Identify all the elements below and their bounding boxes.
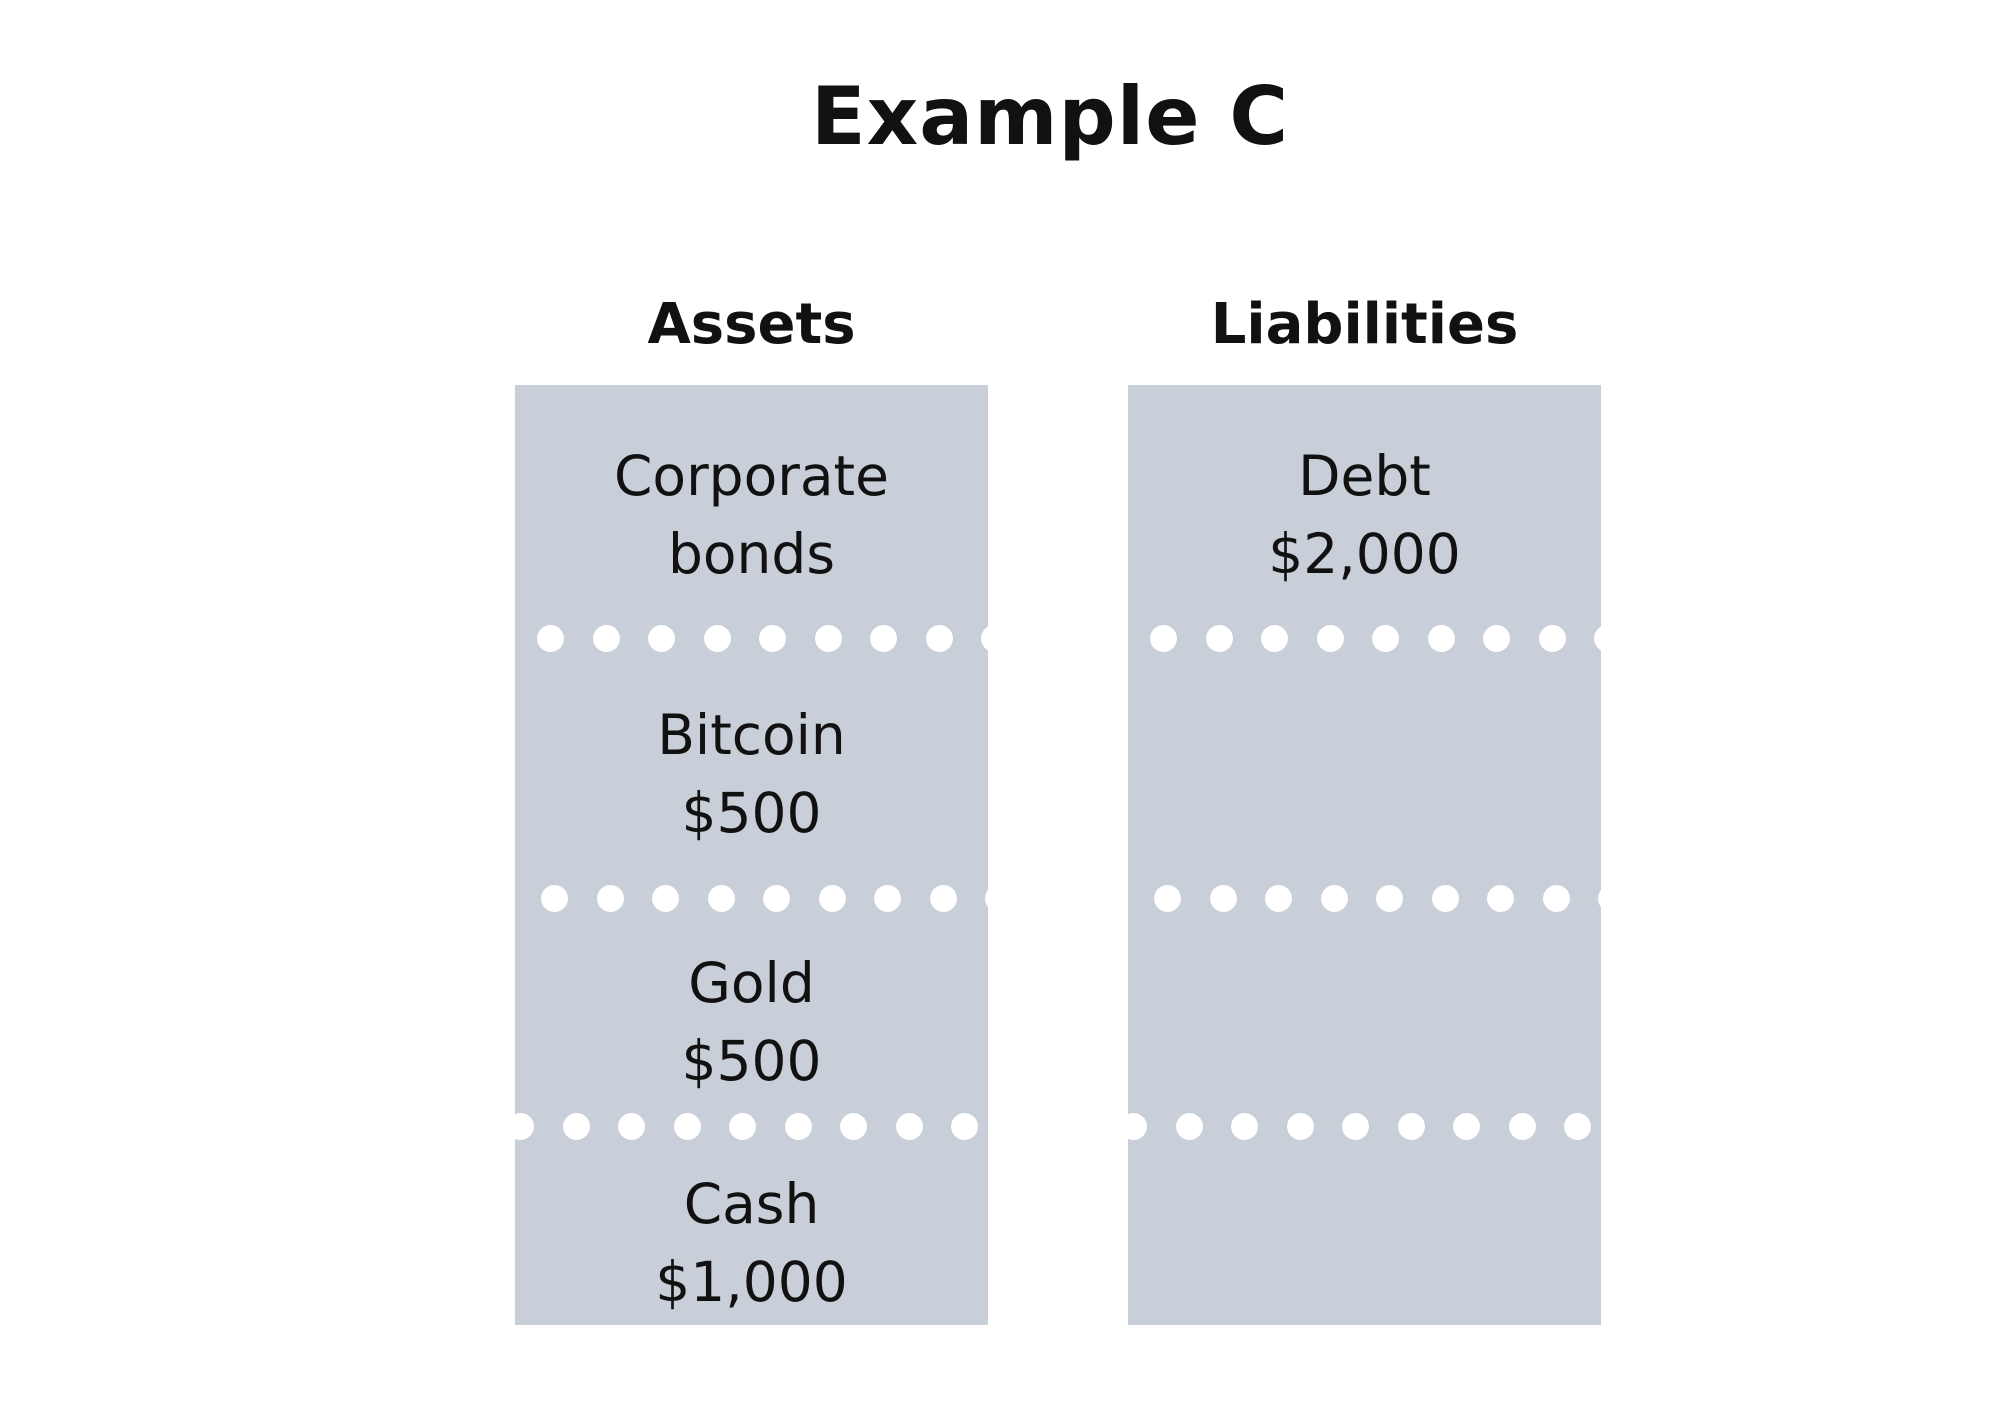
- liability-value: $2,000: [1268, 522, 1461, 586]
- divider-dot: [1594, 625, 1601, 652]
- divider-dot: [981, 625, 988, 652]
- divider-dots: [1128, 1113, 1601, 1141]
- divider-dots: [1128, 625, 1601, 653]
- divider-dot: [1154, 885, 1181, 912]
- divider-dot: [703, 625, 731, 652]
- divider-dots: [515, 1113, 988, 1141]
- divider-dot: [596, 885, 624, 912]
- divider-dot: [1453, 1113, 1480, 1140]
- divider-dot: [648, 625, 675, 652]
- asset-value: bonds: [668, 522, 835, 586]
- divider-dot: [951, 1113, 978, 1140]
- divider-dot: [618, 1113, 645, 1140]
- divider-dot: [874, 885, 901, 912]
- divider-dot: [1205, 625, 1233, 652]
- assets-column: Corporate bonds Bitcoin $500 Gold $500 C…: [515, 385, 988, 1325]
- divider-dot: [870, 625, 897, 652]
- divider-dot: [729, 1113, 756, 1140]
- divider-dot: [1483, 625, 1510, 652]
- divider-dot: [707, 885, 735, 912]
- assets-heading: Assets: [647, 292, 856, 357]
- divider-dot: [1320, 885, 1348, 912]
- divider-dots: [1128, 885, 1601, 913]
- divider-dot: [759, 625, 786, 652]
- divider-dots: [515, 625, 988, 653]
- divider-dot: [814, 625, 842, 652]
- asset-cell-corporate-bonds: Corporate bonds: [515, 437, 988, 593]
- asset-label: Bitcoin: [657, 703, 846, 767]
- liabilities-column: Debt $2,000: [1128, 385, 1601, 1325]
- divider-dot: [895, 1113, 923, 1140]
- divider-dot: [1376, 885, 1403, 912]
- divider-dot: [1397, 1113, 1425, 1140]
- asset-value: $1,000: [655, 1250, 848, 1314]
- divider-dot: [1542, 885, 1570, 912]
- divider-dot: [1431, 885, 1459, 912]
- divider-dot: [1175, 1113, 1203, 1140]
- divider-dot: [1265, 885, 1292, 912]
- divider-dot: [784, 1113, 812, 1140]
- divider-dot: [1508, 1113, 1536, 1140]
- divider-dot: [652, 885, 679, 912]
- divider-dot: [929, 885, 957, 912]
- divider-dot: [1342, 1113, 1369, 1140]
- liabilities-heading: Liabilities: [1210, 292, 1519, 357]
- asset-value: $500: [681, 781, 822, 845]
- divider-dot: [1427, 625, 1455, 652]
- asset-label: Cash: [683, 1172, 820, 1236]
- divider-dot: [673, 1113, 701, 1140]
- asset-label: Gold: [688, 951, 815, 1015]
- divider-dot: [515, 1113, 534, 1140]
- divider-dot: [1564, 1113, 1591, 1140]
- divider-dot: [840, 1113, 867, 1140]
- asset-value: $500: [681, 1029, 822, 1093]
- liability-label: Debt: [1298, 444, 1431, 508]
- diagram-title: Example C: [810, 70, 1290, 163]
- divider-dot: [985, 885, 988, 912]
- divider-dot: [1128, 1113, 1147, 1140]
- divider-dot: [1487, 885, 1514, 912]
- divider-dot: [818, 885, 846, 912]
- divider-dot: [1372, 625, 1399, 652]
- asset-cell-cash: Cash $1,000: [515, 1165, 988, 1321]
- divider-dot: [592, 625, 620, 652]
- divider-dot: [1261, 625, 1288, 652]
- asset-cell-bitcoin: Bitcoin $500: [515, 696, 988, 852]
- asset-cell-gold: Gold $500: [515, 944, 988, 1100]
- divider-dot: [537, 625, 564, 652]
- divider-dot: [763, 885, 790, 912]
- divider-dot: [1286, 1113, 1314, 1140]
- divider-dots: [515, 885, 988, 913]
- asset-label: Corporate: [614, 444, 889, 508]
- divider-dot: [541, 885, 568, 912]
- divider-dot: [1538, 625, 1566, 652]
- divider-dot: [562, 1113, 590, 1140]
- divider-dot: [1316, 625, 1344, 652]
- divider-dot: [1150, 625, 1177, 652]
- divider-dot: [1231, 1113, 1258, 1140]
- divider-dot: [925, 625, 953, 652]
- liability-cell-debt: Debt $2,000: [1128, 437, 1601, 593]
- divider-dot: [1209, 885, 1237, 912]
- divider-dot: [1598, 885, 1601, 912]
